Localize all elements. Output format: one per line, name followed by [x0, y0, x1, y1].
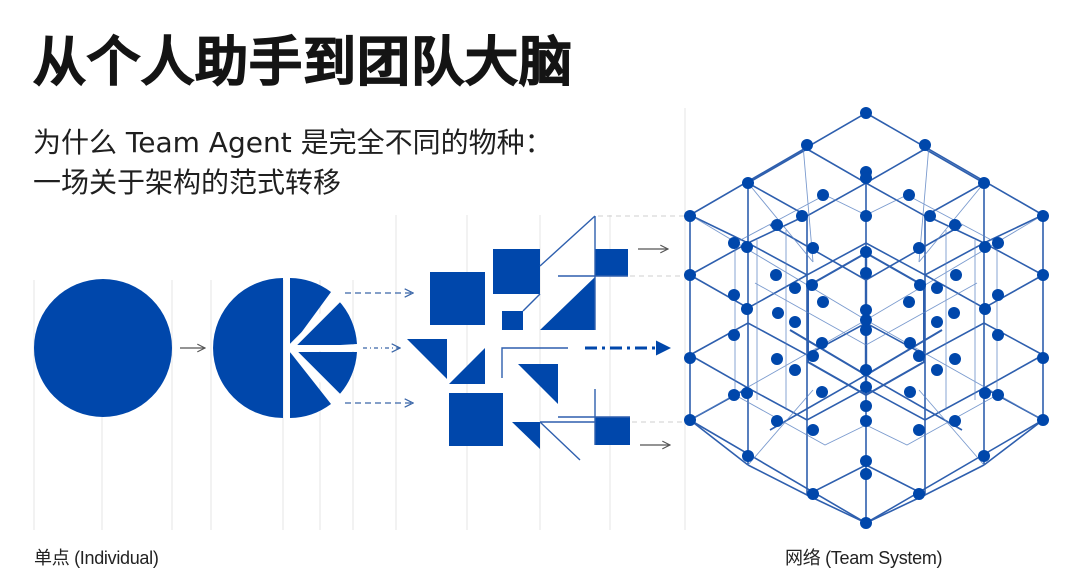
page-title: 从个人助手到团队大脑	[32, 32, 573, 93]
dashed-arrows	[345, 293, 413, 403]
caption-team-system: 网络 (Team System)	[785, 548, 943, 568]
guide-dashes	[598, 215, 688, 423]
subtitle-line-2: 一场关于架构的范式转移	[33, 166, 342, 199]
caption-individual: 单点 (Individual)	[34, 548, 159, 568]
fragment-lines	[501, 215, 630, 461]
split-circle	[213, 278, 357, 418]
individual-circle	[34, 279, 172, 417]
fragments	[407, 249, 630, 449]
network-nodes	[684, 107, 1049, 529]
page-subtitle: 为什么 Team Agent 是完全不同的物种： 一场关于架构的范式转移	[33, 123, 553, 203]
subtitle-line-1: 为什么 Team Agent 是完全不同的物种：	[33, 126, 553, 159]
